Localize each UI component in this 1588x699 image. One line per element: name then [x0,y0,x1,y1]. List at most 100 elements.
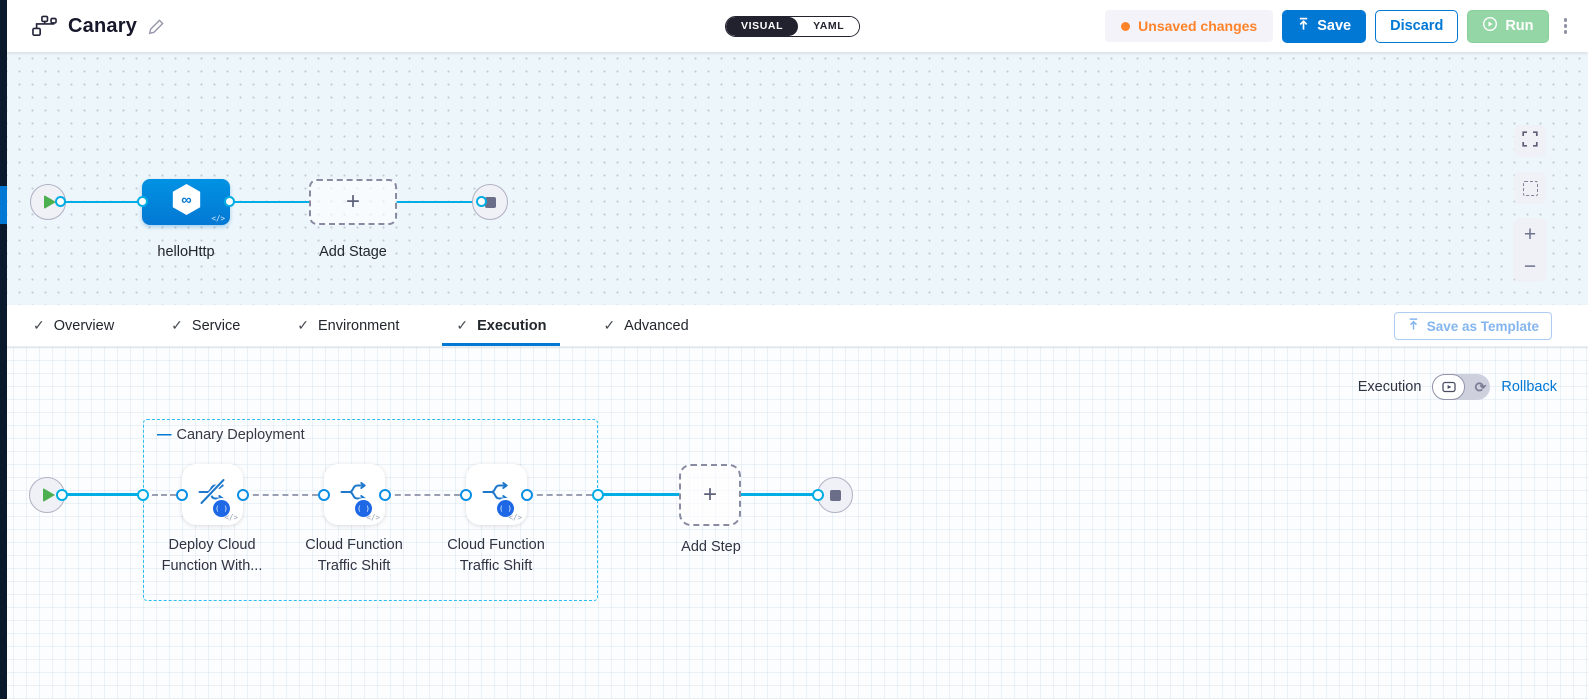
infinity-glyph: ∞ [181,193,191,209]
tab-execution[interactable]: ✓ Execution [442,305,561,346]
pipeline-end-node[interactable] [472,184,508,220]
edge-addstep-to-end [740,493,818,496]
step-group-canary-deployment[interactable] [143,419,598,601]
add-step-button[interactable]: + [679,464,741,526]
check-icon: ✓ [33,317,45,333]
port [224,196,235,207]
code-glyph-icon: </> [211,214,225,223]
cloud-function-badge-icon: ( ) [213,500,230,517]
pipeline-title: Canary [68,14,138,37]
execution-flow-icon [1442,381,1456,393]
step-traffic-shift-2[interactable]: ( ) </> [466,464,527,525]
port [55,196,66,207]
port [56,489,68,501]
execution-rollback-switcher: Execution ⟳ Rollback [1358,374,1557,400]
edge-start-to-stage [61,201,143,203]
zoom-out-button[interactable]: − [1513,250,1547,282]
fullscreen-icon [1522,130,1538,152]
edge-stage-to-addstage [229,201,310,203]
port [476,196,487,207]
port [460,489,472,501]
cloud-function-badge-icon: ( ) [355,500,372,517]
edge-group-to-addstep [598,493,681,496]
pipeline-graph-icon [32,15,57,37]
left-edge-indicator [0,186,7,224]
port [318,489,330,501]
step-traffic-shift-1[interactable]: ( ) </> [324,464,385,525]
rollback-toggle-icon[interactable]: ⟳ [1474,379,1487,395]
zoom-controls: + − [1513,218,1547,282]
discard-button[interactable]: Discard [1375,9,1459,43]
stage-node-hellohttp[interactable]: ∞ </> [142,179,230,225]
port [812,489,824,501]
check-icon: ✓ [171,317,183,333]
fullscreen-button[interactable] [1514,125,1546,157]
step-group-header: — Canary Deployment [157,427,305,443]
save-button[interactable]: Save [1282,9,1367,43]
play-icon [44,195,56,209]
discard-button-label: Discard [1390,18,1444,34]
visual-toggle-button[interactable]: VISUAL [726,16,799,36]
edge-addstage-to-end [396,201,478,203]
add-stage-button[interactable]: + [309,179,397,225]
tab-overview[interactable]: ✓ Overview [33,317,115,334]
unsaved-changes-badge: Unsaved changes [1105,10,1274,42]
check-icon: ✓ [297,317,309,333]
unsaved-changes-label: Unsaved changes [1138,18,1258,34]
code-glyph-icon: </> [508,513,522,522]
execution-graph-canvas[interactable]: Execution ⟳ Rollback — Canary Deployment [0,347,1588,699]
edge-dashed [243,494,318,496]
plus-icon: + [702,481,717,508]
edge-dashed [143,494,176,496]
port [137,489,149,501]
play-circle-icon [1482,16,1498,36]
edge-start-to-group [62,493,143,496]
step-label: Cloud Function Traffic Shift [305,537,403,574]
top-toolbar: Canary VISUAL YAML Unsaved changes [0,0,1588,52]
step-label: Deploy Cloud Function With... [161,537,263,574]
stage-config-tabs: ✓ Overview ✓ Service ✓ Environment ✓ Exe… [0,305,1588,347]
edge-dashed [527,494,592,496]
port [137,196,148,207]
more-options-icon[interactable] [1558,14,1574,38]
run-button[interactable]: Run [1467,9,1549,43]
step-label: Cloud Function Traffic Shift [447,537,545,574]
rollback-link[interactable]: Rollback [1501,379,1557,395]
edge-dashed [385,494,460,496]
plus-icon: + [345,188,360,215]
upload-icon [1407,318,1420,334]
save-as-template-button[interactable]: Save as Template [1393,312,1552,340]
tab-environment[interactable]: ✓ Environment [297,317,400,334]
save-button-label: Save [1317,18,1352,34]
upload-icon [1297,17,1310,35]
zoom-in-button[interactable]: + [1513,218,1547,250]
add-step-label: Add Step [681,539,741,555]
execution-rollback-toggle[interactable]: ⟳ [1432,374,1491,400]
add-stage-label: Add Stage [319,244,387,260]
run-button-label: Run [1505,18,1534,34]
stop-icon [484,196,496,208]
port [379,489,391,501]
port [237,489,249,501]
play-icon [43,488,55,502]
tab-service[interactable]: ✓ Service [171,317,241,334]
execution-toggle-segment[interactable] [1432,374,1466,400]
marquee-select-button[interactable] [1514,172,1546,204]
yaml-toggle-button[interactable]: YAML [798,16,860,36]
port [592,489,604,501]
code-glyph-icon: </> [366,513,380,522]
check-icon: ✓ [603,317,616,333]
cloud-function-badge-icon: ( ) [497,500,514,517]
step-deploy-cloud-function[interactable]: ( ) </> [182,464,243,525]
traffic-shift-crossed-icon [196,476,229,513]
edit-pencil-icon[interactable] [148,18,165,35]
stage-graph-canvas[interactable]: ∞ </> helloHttp + Add Stage + − [0,52,1588,305]
serverless-hexagon-icon: ∞ [171,183,202,221]
port [176,489,188,501]
visual-yaml-toggle: VISUAL YAML [724,15,861,37]
collapse-group-icon[interactable]: — [157,426,172,443]
check-icon: ✓ [456,317,469,333]
unsaved-dot-icon [1121,21,1131,31]
tab-advanced[interactable]: ✓ Advanced [603,317,689,334]
